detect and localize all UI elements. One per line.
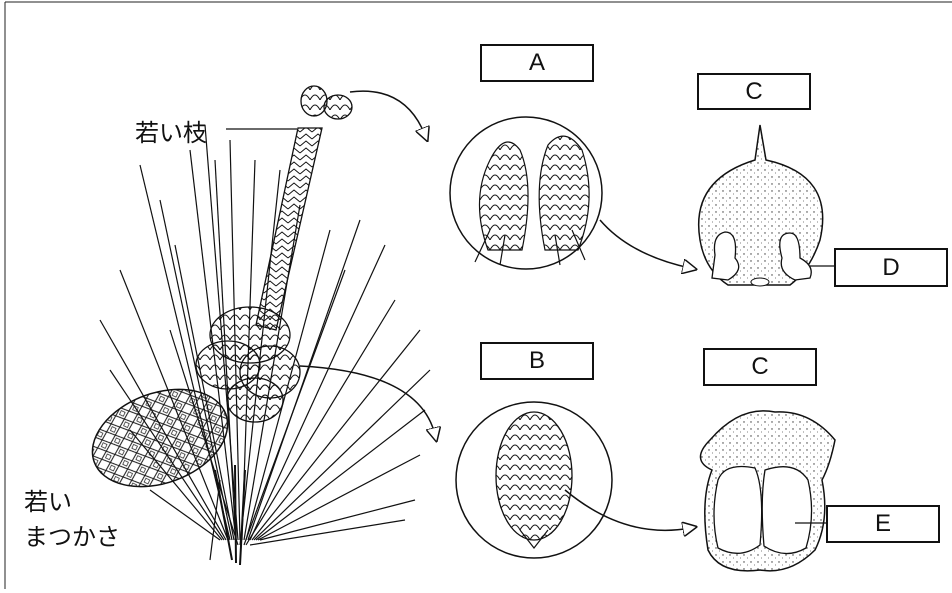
answer-box-b[interactable]: B [480, 342, 594, 380]
answer-box-c-bottom[interactable]: C [703, 348, 817, 386]
arrow-a-to-c [600, 220, 690, 268]
female-flower-circle [450, 117, 602, 269]
young-branch-label: 若い枝 [135, 113, 207, 148]
pollen-sac-left [714, 467, 762, 554]
female-scale-detail [699, 125, 823, 286]
answer-box-d[interactable]: D [834, 248, 948, 287]
answer-box-e[interactable]: E [826, 505, 940, 543]
young-cone-label-line2: まつかさ [24, 517, 120, 552]
shoot-bud-left [301, 86, 327, 116]
answer-box-c-top[interactable]: C [697, 73, 811, 110]
young-cone-label-line1: 若い [24, 482, 72, 517]
male-flower-circle [456, 402, 612, 558]
young-shoot-stalk [256, 128, 322, 330]
pollen-sac-right [762, 467, 811, 554]
pine-branch-illustration [79, 86, 430, 565]
arrow-to-female-flower [350, 91, 425, 135]
ovule-left [712, 232, 739, 280]
answer-box-a[interactable]: A [480, 44, 594, 82]
shoot-bud-right [324, 95, 352, 119]
arrow-to-male-flower [300, 366, 435, 435]
male-scale-detail [700, 411, 835, 571]
